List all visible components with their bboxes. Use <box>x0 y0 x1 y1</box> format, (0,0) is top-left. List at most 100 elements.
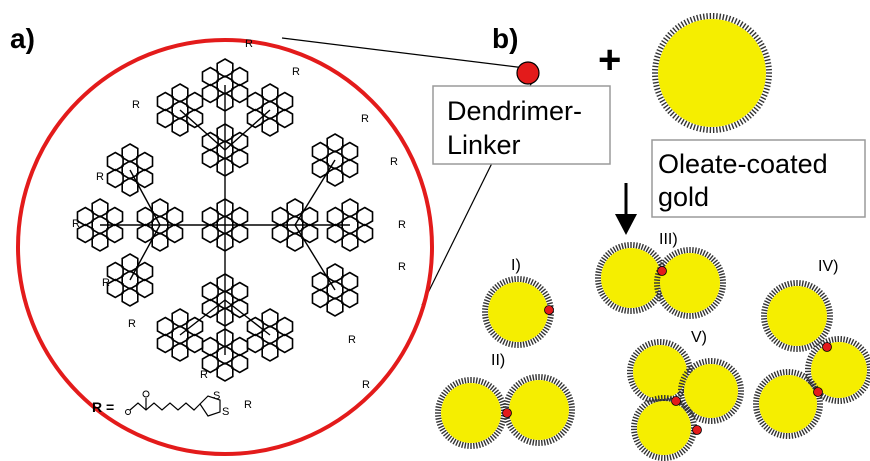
r-group-label: R = <box>92 399 114 415</box>
r-substituent-label: R <box>102 277 110 289</box>
panel-a-label: a) <box>10 23 35 54</box>
pendant-ring <box>171 83 189 103</box>
pendant-ring <box>286 198 304 218</box>
r-substituent-label: R <box>132 99 140 111</box>
product-iv-particle-right <box>805 335 870 405</box>
pendant-ring <box>216 362 234 382</box>
product-iii-particle-left <box>595 242 667 314</box>
pendant-ring <box>276 316 294 337</box>
pendant-ring <box>356 206 374 227</box>
product-assemblies <box>435 242 870 461</box>
pendant-ring <box>106 206 124 227</box>
pendant-ring <box>171 117 189 137</box>
product-ii-particle-left <box>435 377 507 449</box>
pendant-ring <box>326 167 344 187</box>
r-group-definition: R = S S <box>92 390 229 418</box>
pendant-ring <box>246 333 264 354</box>
r-substituent-label: R <box>244 399 252 411</box>
pendant-ring <box>231 336 249 357</box>
r-substituent-label: R <box>398 219 406 231</box>
sulfur-label-2: S <box>222 406 229 418</box>
r-substituent-label: R <box>96 171 104 183</box>
product-ii-particle-right <box>503 374 575 446</box>
oleate-gold-label-line2: gold <box>658 182 709 212</box>
pendant-ring <box>231 298 249 319</box>
pendant-ring <box>121 143 139 163</box>
r-substituent-label: R <box>128 318 136 330</box>
pendant-ring <box>231 66 249 87</box>
pendant-ring <box>201 83 219 104</box>
pendant-ring <box>201 281 219 302</box>
pendant-ring <box>261 308 279 328</box>
big-gold-core <box>652 13 772 133</box>
dendrimer-linker-box <box>432 85 611 165</box>
pendant-ring <box>186 316 204 337</box>
linker-dot <box>516 61 540 85</box>
pendant-ring <box>356 223 374 244</box>
pendant-ring <box>341 158 359 179</box>
r-substituent-label: R <box>200 369 208 381</box>
ester-oxygen <box>125 409 131 415</box>
oleate-gold-particle <box>652 13 772 133</box>
dendrimer-linker-label-line2: Linker <box>447 130 521 160</box>
r-substituent-label: R <box>348 334 356 346</box>
r-substituent-label: R <box>72 218 80 230</box>
bond <box>179 299 226 336</box>
pendant-ring <box>106 223 124 244</box>
pendant-ring <box>261 83 279 103</box>
pendant-ring <box>271 206 289 227</box>
pendant-ring <box>171 342 189 362</box>
pendant-ring <box>91 198 109 218</box>
product-label-i: I) <box>511 257 521 274</box>
pendant-ring <box>156 108 174 129</box>
oleate-gold-box <box>651 139 866 218</box>
pendant-ring <box>246 91 264 112</box>
product-iv-linker-2 <box>813 387 823 397</box>
pendant-ring <box>231 223 249 244</box>
pendant-ring <box>231 353 249 374</box>
carbonyl-oxygen <box>142 390 150 398</box>
pendant-ring <box>136 223 154 244</box>
pendant-ring <box>91 232 109 252</box>
pendant-ring <box>106 151 124 172</box>
product-label-iii: III) <box>659 231 678 248</box>
bond <box>224 299 271 336</box>
pendant-ring <box>201 148 219 169</box>
product-iv-particle-top <box>761 280 833 352</box>
pendant-ring <box>276 91 294 112</box>
product-i-particle <box>482 276 554 348</box>
pendant-ring <box>326 263 344 283</box>
r-substituent-label: R <box>398 261 406 273</box>
r-substituent-label: R <box>292 66 300 78</box>
r-group-chain <box>129 402 201 411</box>
pendant-ring <box>311 288 329 309</box>
r-substituent-label: R <box>361 113 369 125</box>
product-iii-linker <box>657 266 667 276</box>
pendant-ring <box>156 316 174 337</box>
product-iii-particle-right <box>654 247 726 319</box>
pendant-ring <box>341 141 359 162</box>
pendant-ring <box>136 278 154 299</box>
product-i-linker <box>544 305 554 315</box>
product-v-particle-3 <box>631 394 697 461</box>
pendant-ring <box>201 66 219 87</box>
pendant-ring <box>276 108 294 129</box>
r-substituent-label: R <box>390 156 398 168</box>
pendant-ring <box>156 333 174 354</box>
pendant-ring <box>186 333 204 354</box>
product-label-iv: IV) <box>818 258 838 275</box>
dendrimer-structure <box>76 58 374 382</box>
pendant-ring <box>326 297 344 317</box>
pendant-ring <box>136 151 154 172</box>
pendant-ring <box>261 117 279 137</box>
pendant-ring <box>201 223 219 244</box>
product-v-particle-2 <box>678 357 744 425</box>
bond <box>294 224 336 291</box>
pendant-ring <box>261 342 279 362</box>
pendant-ring <box>286 232 304 252</box>
sulfur-label-1: S <box>213 390 220 402</box>
pendant-ring <box>326 206 344 227</box>
pendant-ring <box>246 316 264 337</box>
product-label-v: V) <box>691 329 707 346</box>
